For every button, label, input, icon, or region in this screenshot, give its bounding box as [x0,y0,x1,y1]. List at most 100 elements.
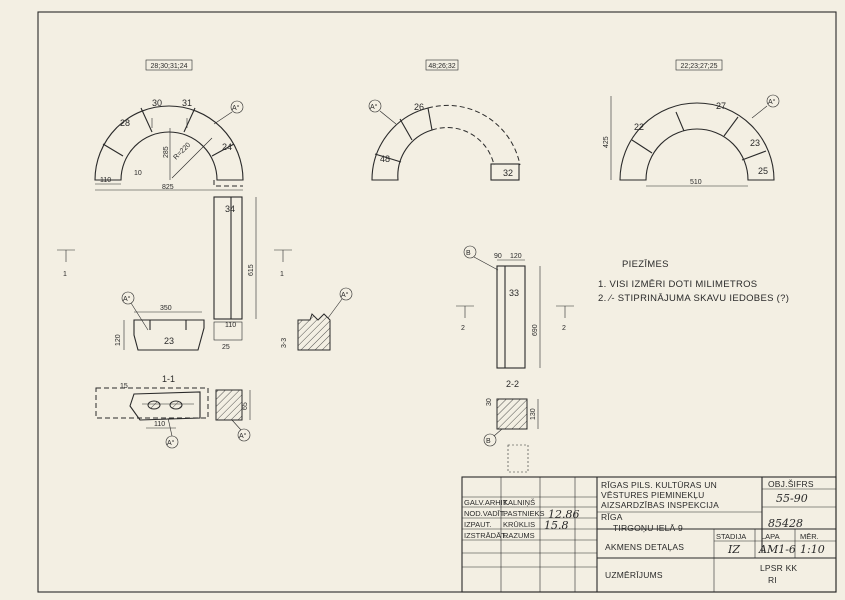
notes-title: PIEZĪMES [622,259,669,270]
drawing-label: 690 [532,324,539,336]
drawing-line [374,153,402,163]
arch-view-left: 28;30;31;24 28 30 31 24 R=220 285 10 110… [94,59,244,191]
drawing-line [140,107,153,133]
drawing-label: A° [768,98,776,106]
drawing-label: IZ [727,543,740,556]
drawing-line [130,302,149,331]
view-label-box [675,59,723,71]
drawing-label: 28 [120,118,130,128]
drawing-label: 27 [716,101,726,111]
drawing-line [496,398,528,430]
drawing-label: 25 [222,344,230,351]
drawing-line [213,180,243,187]
drawing-label: 32 [503,168,513,178]
drawing-label: UZMĒRĪJUMS [605,570,663,580]
drawing-line [371,107,433,181]
drawing-label: 285 [163,146,170,158]
drawing-line [94,105,244,181]
drawing-line [297,313,331,351]
drawing-label: TIRGOŅU IELĀ 9 [613,523,683,533]
drawing-line [129,391,201,421]
view-label-box [145,59,193,71]
drawing-line [213,196,243,320]
drawing-line [766,94,780,108]
drawing-label: 25 [758,166,768,176]
arch-view-center: 48;26;32 26 48 32 A° [368,59,521,181]
drawing-line [237,428,251,442]
drawing-line [463,245,477,259]
drawing-label: 1 [63,271,67,278]
drawing-label: 48;26;32 [428,63,455,70]
drawing-label: 30 [152,98,162,108]
drawing-label: 1-1 [162,374,175,384]
drawing-line [619,102,775,181]
drawing-line [493,428,503,437]
stone-33-view: B 33 90 120 690 [463,245,541,369]
drawing-label: IZSTRĀDĀT. [464,531,507,540]
drawing-label: 350 [160,305,172,312]
drawing-label: 22;23;27;25 [681,63,718,70]
drawing-label: IZPAUT. [464,520,491,529]
drawing-line [95,387,209,419]
drawing-label: VĒSTURES PIEMINEKĻU [601,490,704,500]
drawing-line [399,118,413,141]
drawing-label: 120 [510,253,522,260]
note-item: 2. ⁄- STIPRINĀJUMA SKAVU IEDOBES (?) [598,293,789,304]
drawing-label: 120 [115,334,122,346]
cut-mark-2: 2 2 [456,305,574,332]
drawing-label: 130 [530,408,537,420]
drawing-line [490,163,520,181]
drawing-label: 1 [280,271,284,278]
drawing-label: AIZSARDZĪBAS INSPEKCIJA [601,500,719,510]
drawing-label: 110 [100,177,111,184]
drawing-label: 65 [242,402,249,410]
drawing-line [368,99,382,113]
drawing-label: 90 [494,253,502,260]
drawing-line [167,417,173,437]
drawing-line [147,400,161,410]
drawing-label: 48 [380,154,390,164]
drawing-line [496,265,526,369]
drawing-line [675,111,685,132]
drawing-label: A° [167,439,175,447]
drawing-label: 15 [120,383,128,390]
drawing-label: 34 [225,204,235,214]
drawing-line [102,143,124,157]
drawing-line [213,321,243,341]
drawing-label: 10 [134,170,142,177]
drawing-line [211,143,235,157]
drawing-label: 425 [603,136,610,148]
drawing-label: 110 [225,322,236,329]
drawing-label: 12.86 [548,508,580,521]
drawing-label: 26 [414,102,424,112]
drawing-label: KALNIŅŠ [503,498,535,507]
drawing-label: RĪGA [601,512,623,522]
sheet-border [37,11,837,593]
drawing-label: B [486,438,491,445]
drawing-line [427,104,521,166]
drawing-label: AKMENS DETAĻAS [605,542,684,552]
drawing-label: KRŪKLIS [503,520,535,529]
drawing-line [121,291,135,305]
drawing-label: AM1-6 [758,543,796,556]
drawing-line [483,433,497,447]
stone-23-profile: A° 350 23 120 [115,291,205,351]
drawing-line [473,256,499,271]
drawing-line [507,444,529,473]
drawing-label: 30 [486,398,493,406]
drawing-line [133,319,205,351]
drawing-label: 510 [690,179,702,186]
drawing-line [723,116,739,137]
drawing-line [230,100,244,114]
section-2-2: 2-2 30 130 B [483,379,539,473]
drawing-label: 33 [509,288,519,298]
drawing-line [183,107,196,133]
drawing-label: MĒR. [800,532,819,541]
drawing-label: 23 [750,138,760,148]
drawing-label: A° [239,432,247,440]
drawing-label: R=220 [172,142,192,162]
drawing-label: 85428 [768,517,803,530]
drawing-line [231,419,242,431]
drawing-line [215,389,243,421]
